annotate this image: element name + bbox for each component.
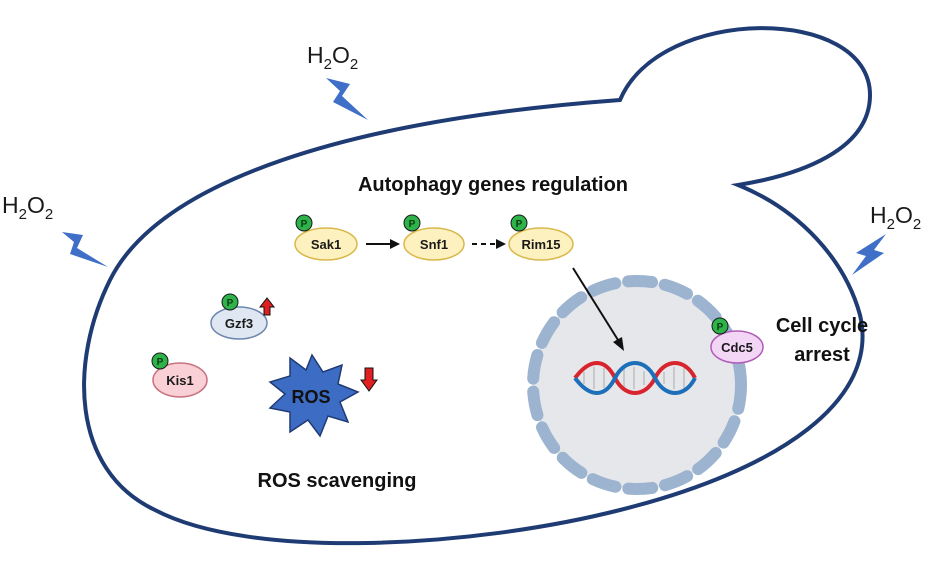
cell-cycle-arrest-label: Cell cycle xyxy=(776,315,868,337)
ros-label: ROS xyxy=(291,387,330,407)
phospho-mark-icon xyxy=(295,214,313,232)
rim15-label: Rim15 xyxy=(521,237,560,252)
sak1-label: Sak1 xyxy=(311,237,341,252)
nuclear-membrane xyxy=(527,275,747,495)
cdc5-label: Cdc5 xyxy=(721,340,753,355)
phospho-mark-icon xyxy=(151,352,169,370)
up-arrow-icon xyxy=(258,297,276,316)
dna-helix-icon xyxy=(573,361,697,395)
gzf3-label: Gzf3 xyxy=(225,316,253,331)
ros-star-icon xyxy=(268,353,360,438)
ros-scavenging-label: ROS scavenging xyxy=(258,470,417,492)
h2o2-label-right: H2O2 xyxy=(870,202,921,233)
lightning-bolt-icon-top xyxy=(326,78,368,120)
svg-text:P: P xyxy=(409,219,416,230)
sak1-protein: Sak1 P xyxy=(294,214,358,261)
ros-burst: ROS xyxy=(268,353,360,438)
kis1-protein: Kis1 P xyxy=(151,352,208,398)
nucleus xyxy=(527,275,747,495)
lightning-bolt-icon-left xyxy=(62,232,108,267)
cdc5-protein: Cdc5 P xyxy=(710,317,764,364)
snf1-protein: Snf1 P xyxy=(403,214,465,261)
snf1-label: Snf1 xyxy=(420,237,448,252)
svg-text:P: P xyxy=(227,298,234,309)
phospho-mark-icon xyxy=(510,214,528,232)
phospho-mark-icon xyxy=(403,214,421,232)
arrow-head-icon xyxy=(390,239,400,249)
kis1-label: Kis1 xyxy=(166,373,193,388)
svg-text:P: P xyxy=(301,219,308,230)
down-arrow-icon xyxy=(360,367,378,392)
h2o2-label-top: H2O2 xyxy=(307,42,358,73)
autophagy-heading: Autophagy genes regulation xyxy=(358,174,628,196)
cell-cycle-arrest-label-2: arrest xyxy=(794,344,850,366)
svg-text:P: P xyxy=(516,219,523,230)
arrow-head-icon xyxy=(613,337,624,351)
arrow-rim15-dna xyxy=(572,267,619,341)
gzf3-protein: Gzf3 P xyxy=(210,293,276,340)
phospho-mark-icon xyxy=(221,293,239,311)
rim15-protein: Rim15 P xyxy=(508,214,574,261)
svg-text:P: P xyxy=(717,322,724,333)
svg-text:P: P xyxy=(157,357,164,368)
phospho-mark-icon xyxy=(711,317,729,335)
arrow-head-icon xyxy=(496,239,506,249)
lightning-bolt-icon-right xyxy=(852,234,886,275)
cell-outline xyxy=(82,26,873,546)
h2o2-label-left: H2O2 xyxy=(2,192,53,223)
